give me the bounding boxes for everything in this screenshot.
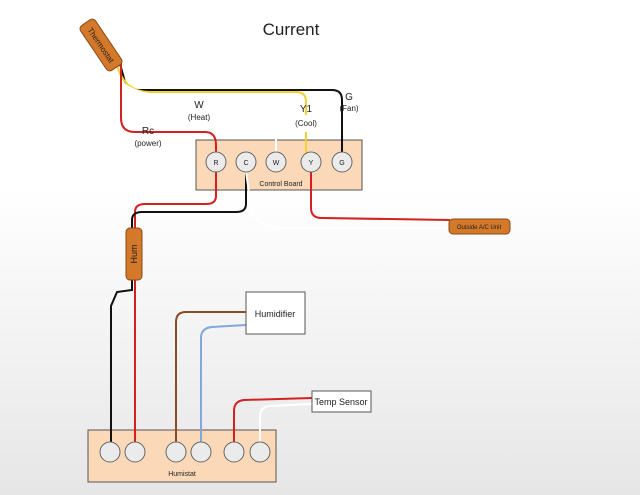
wire-desc-y1: (Cool) <box>295 119 317 128</box>
terminal-w: W <box>265 151 287 173</box>
wire-label-rc: Rc <box>142 126 154 137</box>
terminal-w-label: W <box>273 160 280 167</box>
humistat-terminal-2 <box>124 441 146 463</box>
wire-brown-humidifier <box>175 311 246 452</box>
wire-desc-rc: (power) <box>134 139 161 148</box>
humidifier-label: Humidifier <box>255 309 296 319</box>
wire-white-temp-sensor <box>259 403 313 452</box>
hum-label: Hum <box>129 244 139 263</box>
wire-desc-w: (Heat) <box>188 113 211 122</box>
wire-white-c-to-outside <box>245 171 450 229</box>
wire-label-g: G <box>345 92 353 103</box>
terminal-y-label: Y <box>309 160 314 167</box>
humistat-terminal-6 <box>249 441 271 463</box>
humidifier-box: Humidifier <box>245 291 306 335</box>
wire-red-thermostat-to-r <box>120 62 217 158</box>
terminal-c: C <box>235 151 257 173</box>
wire-red-y-to-outside <box>310 162 451 221</box>
wire-red-temp-sensor <box>233 397 313 452</box>
control-board-label: Control Board <box>259 181 302 188</box>
wire-blue-humidifier <box>200 324 247 452</box>
temp-sensor-label: Temp Sensor <box>314 397 367 407</box>
terminal-r-label: R <box>213 160 218 167</box>
humistat-terminal-4 <box>190 441 212 463</box>
temp-sensor-box: Temp Sensor <box>311 390 372 413</box>
wire-red-r-to-humistat <box>134 162 217 452</box>
terminal-y: Y <box>300 151 322 173</box>
wire-label-w: W <box>194 100 204 111</box>
wire-desc-g: (Fan) <box>339 104 358 113</box>
thermostat-device: Thermostat <box>79 18 123 72</box>
wire-label-y1: Y1 <box>300 104 313 115</box>
outside-ac-unit-label: Outside A/C Unit <box>457 225 502 231</box>
terminal-r: R <box>205 151 227 173</box>
terminal-g: G <box>331 151 353 173</box>
diagram-title: Current <box>263 20 320 39</box>
humistat-label: Humistat <box>168 471 196 478</box>
terminal-g-label: G <box>339 160 344 167</box>
humistat-terminal-5 <box>223 441 245 463</box>
terminal-c-label: C <box>243 160 248 167</box>
outside-ac-unit: Outside A/C Unit <box>448 218 511 235</box>
humistat-terminal-3 <box>165 441 187 463</box>
wire-black-c-to-humistat <box>110 162 247 452</box>
hum-device: Hum <box>125 227 143 281</box>
wire-white-thermostat-to-w <box>114 67 277 158</box>
humistat-terminal-1 <box>99 441 121 463</box>
